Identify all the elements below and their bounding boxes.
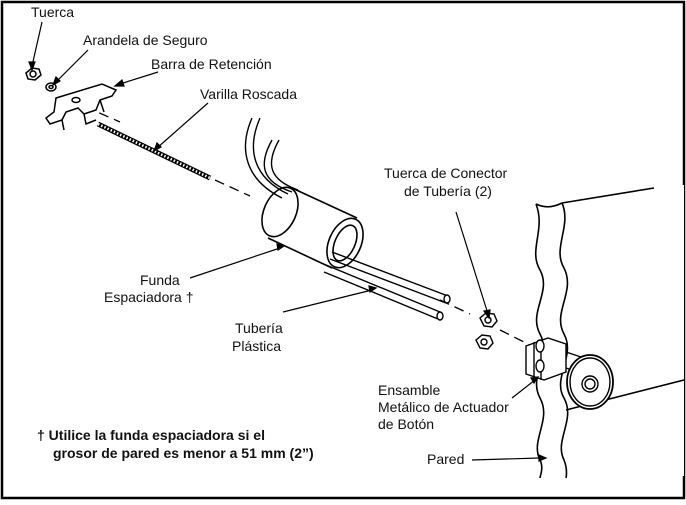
plastic-tubing-part: [244, 117, 451, 321]
spacer-sleeve-part: [261, 186, 364, 269]
label-tuerca-conector-1: Tuerca de Conector: [384, 165, 508, 181]
retention-bar-part: [44, 83, 118, 131]
label-funda-1: Funda: [140, 272, 180, 288]
leader-lines: [28, 21, 548, 462]
wall-part: [535, 185, 685, 479]
note-line-1: † Utilice la funda espaciadora si el: [37, 427, 265, 443]
label-ensamble-2: Metálico de Actuador: [378, 399, 509, 415]
label-ensamble-1: Ensamble: [378, 382, 440, 398]
note-line-2: grosor de pared es menor a 51 mm (2”): [53, 445, 314, 461]
label-ensamble-3: de Botón: [378, 416, 434, 432]
label-varilla: Varilla Roscada: [200, 86, 297, 102]
label-tuerca: Tuerca: [31, 4, 74, 20]
label-arandela: Arandela de Seguro: [83, 32, 208, 48]
label-pared: Pared: [427, 451, 464, 467]
label-tuerca-conector-2: de Tubería (2): [404, 183, 492, 199]
label-funda-2: Espaciadora †: [104, 289, 194, 305]
label-tuberia-2: Plástica: [232, 338, 281, 354]
part-labels: Tuerca Arandela de Seguro Barra de Reten…: [31, 4, 509, 467]
footnote: † Utilice la funda espaciadora si el gro…: [37, 427, 314, 461]
button-actuator-assembly-part: [525, 337, 614, 410]
label-barra: Barra de Retención: [151, 56, 272, 72]
label-tuberia-1: Tubería: [235, 320, 283, 336]
